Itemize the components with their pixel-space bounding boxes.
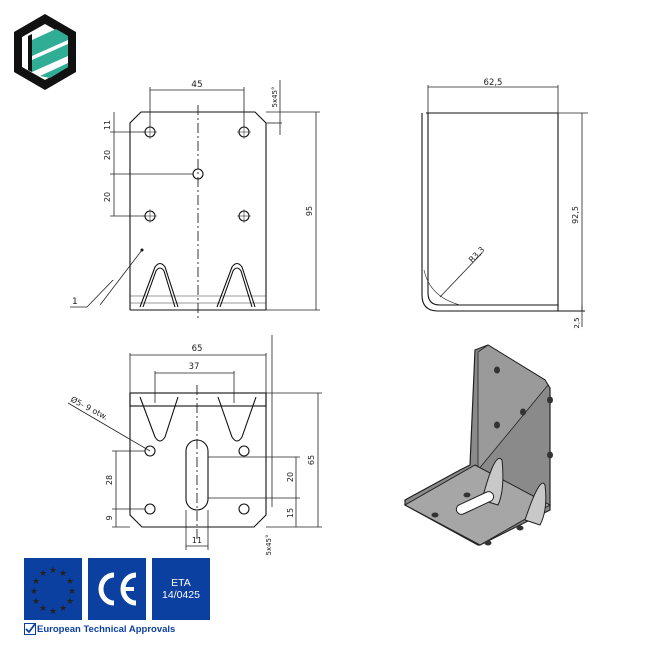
svg-text:37: 37 [189,362,200,372]
eta-caption: European Technical Approvals [37,624,176,635]
side-view-drawing: 62,5 92,5 2,5 R3,3 [421,78,588,329]
svg-text:★: ★ [32,577,40,587]
eta-number: ETA 14/0425 [162,577,200,601]
svg-text:★: ★ [39,604,47,614]
svg-text:★: ★ [30,587,38,597]
svg-text:45: 45 [191,80,202,90]
svg-text:★: ★ [32,597,40,607]
svg-text:65: 65 [192,344,203,354]
callout-leader: 1 [70,280,114,308]
svg-text:2,5: 2,5 [573,317,581,328]
svg-text:★: ★ [66,597,74,607]
svg-text:62,5: 62,5 [484,78,503,88]
svg-text:65: 65 [307,455,316,465]
eta-badge: ETA 14/0425 [152,558,210,620]
svg-text:28: 28 [105,475,114,485]
svg-text:★: ★ [59,604,67,614]
eu-flag-badge: ★★ ★★ ★★ ★★ ★★ ★★ [24,558,82,620]
svg-text:★: ★ [49,566,57,576]
front-view-drawing: 45 11 20 20 95 5x45° [100,80,320,320]
svg-text:9: 9 [105,515,114,520]
svg-text:11: 11 [192,536,202,545]
bracket-3d-render [403,344,553,546]
svg-text:★: ★ [49,607,57,617]
svg-text:★: ★ [68,587,76,597]
svg-text:★: ★ [59,569,67,579]
svg-text:R3,3: R3,3 [467,245,486,264]
svg-text:★: ★ [39,569,47,579]
svg-text:1: 1 [72,297,78,307]
company-logo [14,14,76,90]
svg-text:20: 20 [103,192,112,202]
svg-text:20: 20 [103,150,112,160]
checkbox-check-icon [24,623,36,635]
svg-text:5x45°: 5x45° [265,534,273,555]
svg-text:15: 15 [286,508,295,518]
ce-mark-badge [88,558,146,620]
eu-stars-icon: ★★ ★★ ★★ ★★ ★★ ★★ [30,566,76,617]
svg-text:20: 20 [286,472,295,482]
svg-text:11: 11 [103,120,112,130]
svg-text:5x45°: 5x45° [271,86,279,107]
ce-mark-icon [98,572,137,606]
bottom-view-drawing: 11 65 37 Ø5- 9 otw. 28 9 20 15 65 5x45° [67,335,322,556]
svg-text:★: ★ [66,577,74,587]
svg-text:95: 95 [305,206,314,216]
svg-text:Ø5- 9 otw.: Ø5- 9 otw. [69,394,110,422]
svg-text:92,5: 92,5 [571,206,580,224]
